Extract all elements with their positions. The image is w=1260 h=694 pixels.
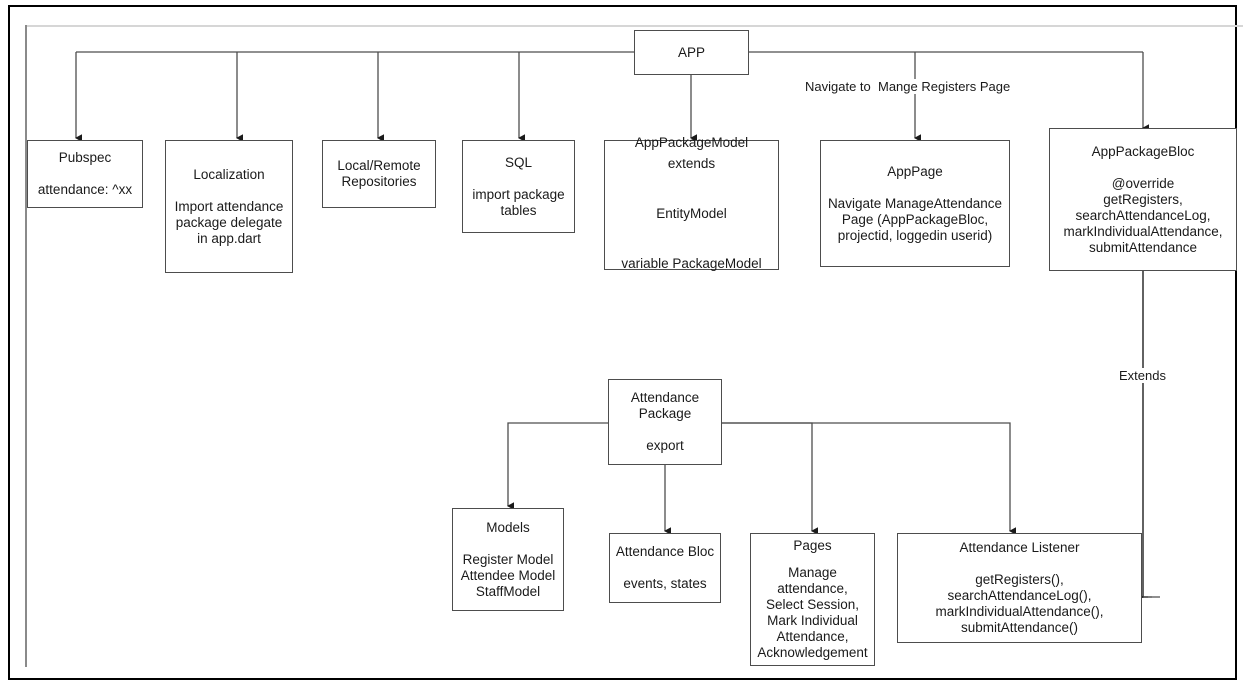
node-app-page[interactable]: AppPage Navigate ManageAttendance Page (…: [820, 140, 1010, 267]
node-models[interactable]: Models Register Model Attendee Model Sta…: [452, 508, 564, 611]
node-sql[interactable]: SQL import package tables: [462, 140, 575, 233]
node-attendance-listener-title: Attendance Listener: [959, 540, 1080, 555]
node-app-package-bloc-title: AppPackageBloc: [1091, 143, 1195, 159]
node-app-package-bloc[interactable]: AppPackageBloc @override getRegisters, s…: [1049, 128, 1237, 271]
node-app-package-bloc-body: @override getRegisters, searchAttendance…: [1063, 175, 1223, 255]
node-localization-body: Import attendance package delegate in ap…: [174, 198, 284, 246]
node-app-package-model[interactable]: AppPackageModel extends EntityModel vari…: [604, 135, 779, 271]
edge-label-navigate-manage-registers: Navigate to Mange Registers Page: [802, 79, 1014, 94]
node-models-body: Register Model Attendee Model StaffModel: [460, 551, 556, 599]
node-attendance-package[interactable]: Attendance Package export: [608, 379, 722, 465]
node-app-title: APP: [677, 44, 705, 60]
node-attendance-listener-body: getRegisters(), searchAttendanceLog(), m…: [935, 572, 1104, 635]
node-localization-title: Localization: [193, 166, 265, 182]
node-repositories-title: Local/Remote Repositories: [337, 158, 421, 189]
node-pubspec-title: Pubspec: [58, 150, 112, 165]
node-attendance-bloc-title: Attendance Bloc: [615, 544, 715, 559]
node-localization[interactable]: Localization Import attendance package d…: [165, 140, 293, 273]
node-repositories[interactable]: Local/Remote Repositories: [322, 140, 436, 208]
edge-label-extends: Extends: [1116, 368, 1169, 383]
node-pubspec-body: attendance: ^xx: [37, 182, 133, 197]
diagram-canvas: [25, 25, 1243, 667]
node-attendance-package-body: export: [646, 438, 684, 453]
node-attendance-package-title: Attendance Package: [630, 390, 700, 421]
node-attendance-listener[interactable]: Attendance Listener getRegisters(), sear…: [897, 533, 1142, 643]
node-app-package-model-body: extends EntityModel variable PackageMode…: [621, 155, 762, 271]
node-pubspec[interactable]: Pubspec attendance: ^xx: [27, 140, 143, 208]
node-app-page-body: Navigate ManageAttendance Page (AppPacka…: [827, 195, 1003, 243]
node-app-page-title: AppPage: [887, 163, 943, 179]
node-pages-title: Pages: [793, 538, 832, 553]
node-attendance-bloc-body: events, states: [623, 576, 707, 591]
node-models-title: Models: [486, 519, 530, 535]
node-sql-body: import package tables: [472, 186, 565, 218]
node-pages-body: Manage attendance, Select Session, Mark …: [757, 565, 868, 660]
node-pages[interactable]: Pages Manage attendance, Select Session,…: [750, 533, 875, 666]
node-attendance-bloc[interactable]: Attendance Bloc events, states: [609, 533, 721, 603]
node-app[interactable]: APP: [634, 30, 749, 75]
node-sql-title: SQL: [504, 154, 532, 170]
node-app-package-model-title: AppPackageModel: [634, 134, 749, 150]
